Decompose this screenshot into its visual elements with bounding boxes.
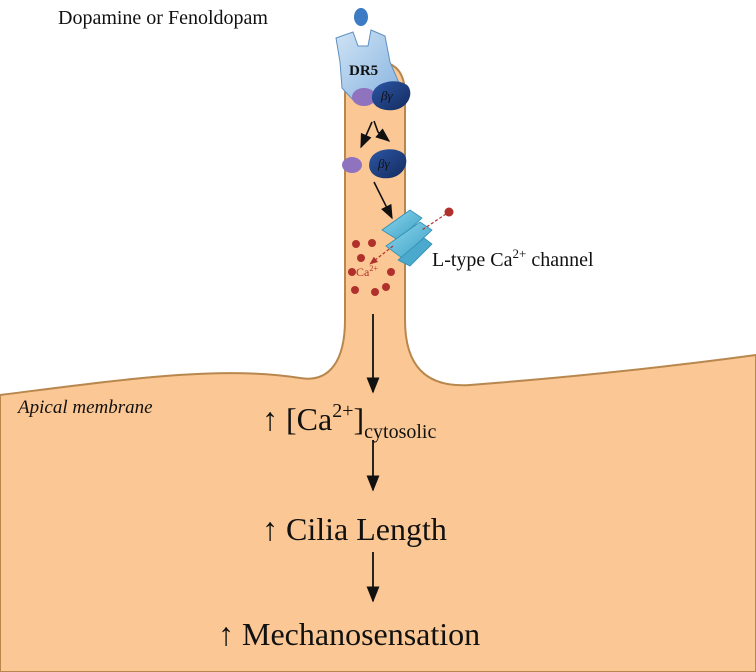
- step1-sub: cytosolic: [364, 421, 436, 443]
- ca-inner-label: Ca2+: [356, 264, 378, 279]
- channel-label-suffix: channel: [526, 249, 594, 271]
- calcium-ion: [387, 268, 395, 276]
- receptor-label: DR5: [349, 63, 378, 79]
- calcium-ion: [357, 254, 365, 262]
- step1-close: ]: [353, 401, 364, 437]
- step-ca-cytosolic: ↑ [Ca2+]cytosolic: [262, 400, 436, 443]
- ca-inner-sup: 2+: [369, 264, 378, 273]
- ca-inner-base: Ca: [356, 265, 370, 279]
- calcium-ion: [352, 240, 360, 248]
- g-alpha-subunit: [352, 88, 376, 106]
- channel-label-prefix: L-type Ca: [432, 249, 513, 271]
- apical-membrane-label: Apical membrane: [16, 397, 153, 418]
- arrow-to-channel: [373, 181, 393, 220]
- calcium-ion: [348, 268, 356, 276]
- beta-gamma-free-label: βγ: [377, 156, 390, 171]
- calcium-ion: [351, 286, 359, 294]
- step1-sup: 2+: [332, 400, 353, 422]
- dissociation-arrow-left: [360, 121, 373, 149]
- beta-gamma-label: βγ: [380, 88, 393, 103]
- l-type-ca-channel: [381, 209, 433, 267]
- beta-gamma-free: βγ: [369, 149, 407, 179]
- step-mechanosensation: ↑ Mechanosensation: [218, 616, 480, 652]
- beta-gamma-subunit: βγ: [371, 81, 411, 111]
- calcium-ion: [371, 288, 379, 296]
- step-cilia-length: ↑ Cilia Length: [262, 511, 447, 547]
- channel-label: L-type Ca2+ channel: [432, 246, 594, 271]
- calcium-ion: [368, 239, 376, 247]
- calcium-ion-outside: [444, 207, 454, 217]
- dissociation-arrow-right: [373, 120, 391, 142]
- g-alpha-free: [342, 157, 362, 173]
- ligand-label: Dopamine or Fenoldopam: [58, 7, 268, 29]
- calcium-ion: [382, 283, 390, 291]
- channel-label-sup: 2+: [513, 246, 527, 261]
- ligand-molecule: [354, 8, 368, 26]
- step1-prefix: ↑ [Ca: [262, 401, 332, 437]
- calcium-ions-cluster: [348, 239, 395, 296]
